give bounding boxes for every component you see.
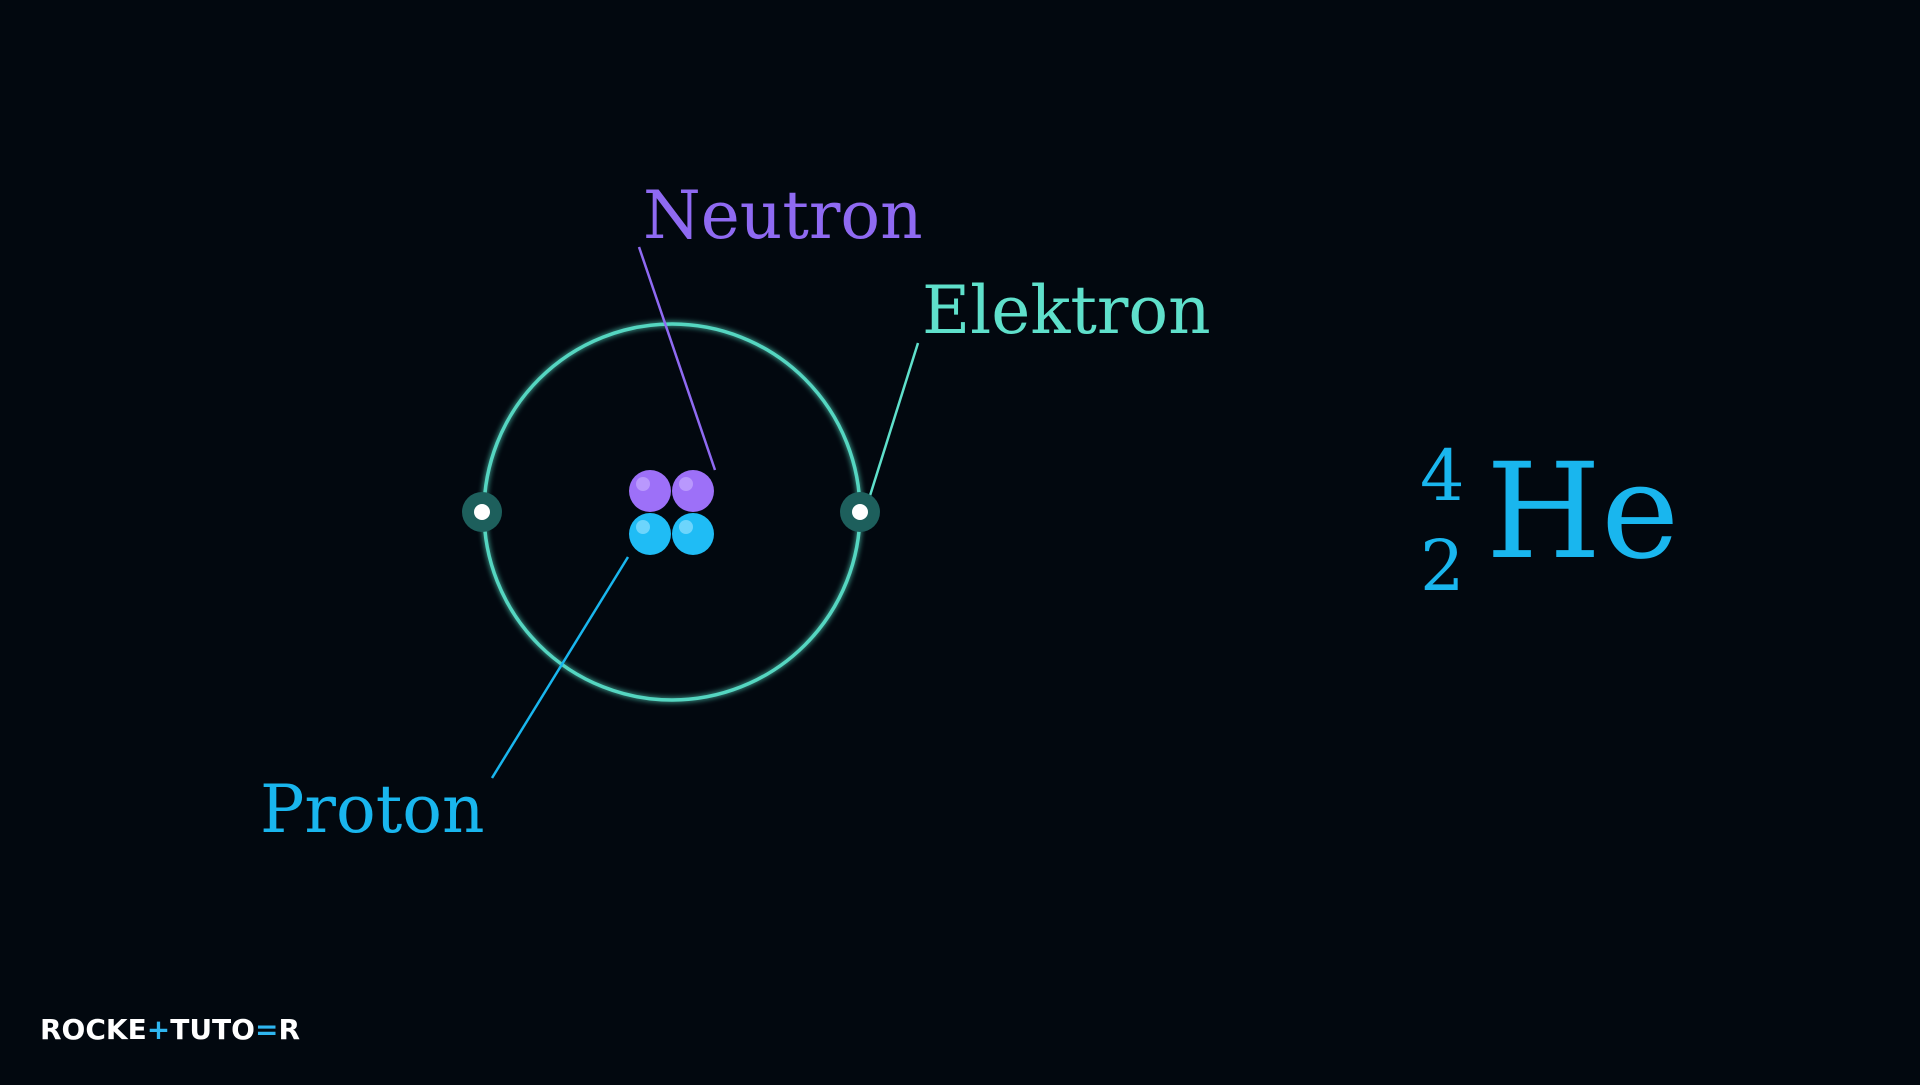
atomic-number: 2 [1420, 525, 1465, 607]
proton-leader-line [490, 556, 630, 779]
logo-part-1: ROCKE [40, 1013, 147, 1046]
neutron-label: Neutron [643, 177, 923, 254]
logo-accent-equals: = [255, 1013, 278, 1046]
neutron-highlight [679, 477, 693, 491]
logo-accent-plus: + [147, 1013, 170, 1046]
proton-particle [672, 513, 714, 555]
electron-orbit [482, 322, 862, 702]
electron-particle [852, 504, 868, 520]
element-symbol: He [1486, 435, 1679, 589]
isotope-notation: 4 2 He [1420, 435, 1679, 607]
neutron-leader-line [637, 246, 717, 471]
electron-right [840, 492, 880, 532]
electron-left [462, 492, 502, 532]
electron-particle [474, 504, 490, 520]
neutron-particle [672, 470, 714, 512]
mass-number: 4 [1420, 435, 1465, 517]
neutron-particle [629, 470, 671, 512]
electron-leader-line [866, 342, 920, 503]
logo-part-3: R [278, 1013, 300, 1046]
proton-particle [629, 513, 671, 555]
electron-label: Elektron [922, 272, 1211, 349]
logo-part-2: TUTO [170, 1013, 255, 1046]
neutron-highlight [636, 477, 650, 491]
proton-highlight [636, 520, 650, 534]
nucleus [629, 470, 714, 555]
proton-highlight [679, 520, 693, 534]
proton-label: Proton [260, 771, 484, 848]
rocket-tutor-logo: ROCKE+TUTO=R [40, 1013, 300, 1046]
